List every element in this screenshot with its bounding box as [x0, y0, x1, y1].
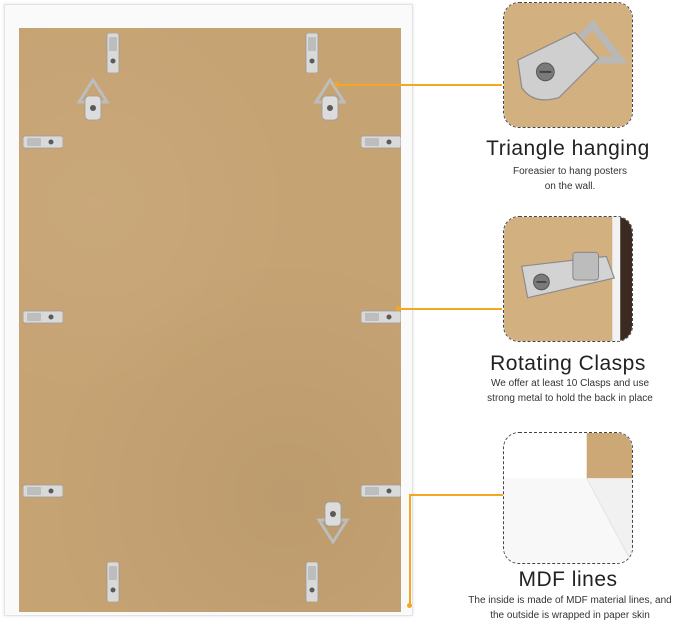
feature-desc-mdf-lines: The inside is made of MDF material lines…: [430, 593, 679, 623]
feature-desc-triangle-hanging: Foreasier to hang posters on the wall.: [430, 164, 679, 194]
clasp-icon: [361, 135, 401, 149]
clasp-icon: [305, 562, 319, 602]
clasp-icon: [361, 310, 401, 324]
pointer-dot: [396, 306, 401, 311]
desc-line: strong metal to hold the back in place: [487, 393, 653, 404]
pointer-line: [337, 84, 502, 86]
desc-line: the outside is wrapped in paper skin: [490, 610, 650, 621]
clasp-icon: [106, 562, 120, 602]
mdf-corner-icon: [504, 433, 632, 563]
pointer-line: [399, 308, 502, 310]
pointer-line: [410, 494, 503, 496]
rotating-clasp-icon: [504, 217, 632, 341]
desc-line: We offer at least 10 Clasps and use: [490, 378, 650, 389]
feature-title-rotating-clasps: Rotating Clasps: [490, 352, 646, 375]
clasp-icon: [305, 33, 319, 73]
clasp-icon: [106, 33, 120, 73]
clasp-icon: [23, 484, 63, 498]
mdf-lines-detail: [503, 432, 633, 564]
triangle-hanger-icon: [76, 78, 110, 122]
rotating-clasps-detail: [503, 216, 633, 342]
clasp-icon: [361, 484, 401, 498]
triangle-hanger-icon: [504, 3, 632, 127]
pointer-dot: [407, 603, 412, 608]
clasp-icon: [23, 135, 63, 149]
feature-desc-rotating-clasps: We offer at least 10 Clasps and use stro…: [430, 376, 679, 406]
desc-line: Foreasier to hang posters: [513, 166, 627, 177]
desc-line: The inside is made of MDF material lines…: [468, 595, 672, 606]
triangle-hanger-icon: [316, 500, 350, 544]
pointer-dot: [334, 82, 339, 87]
clasp-icon: [23, 310, 63, 324]
triangle-hanging-detail: [503, 2, 633, 128]
feature-title-mdf-lines: MDF lines: [518, 568, 618, 591]
desc-line: on the wall.: [544, 181, 596, 192]
feature-title-triangle-hanging: Triangle hanging: [486, 137, 650, 160]
pointer-line: [409, 494, 411, 606]
